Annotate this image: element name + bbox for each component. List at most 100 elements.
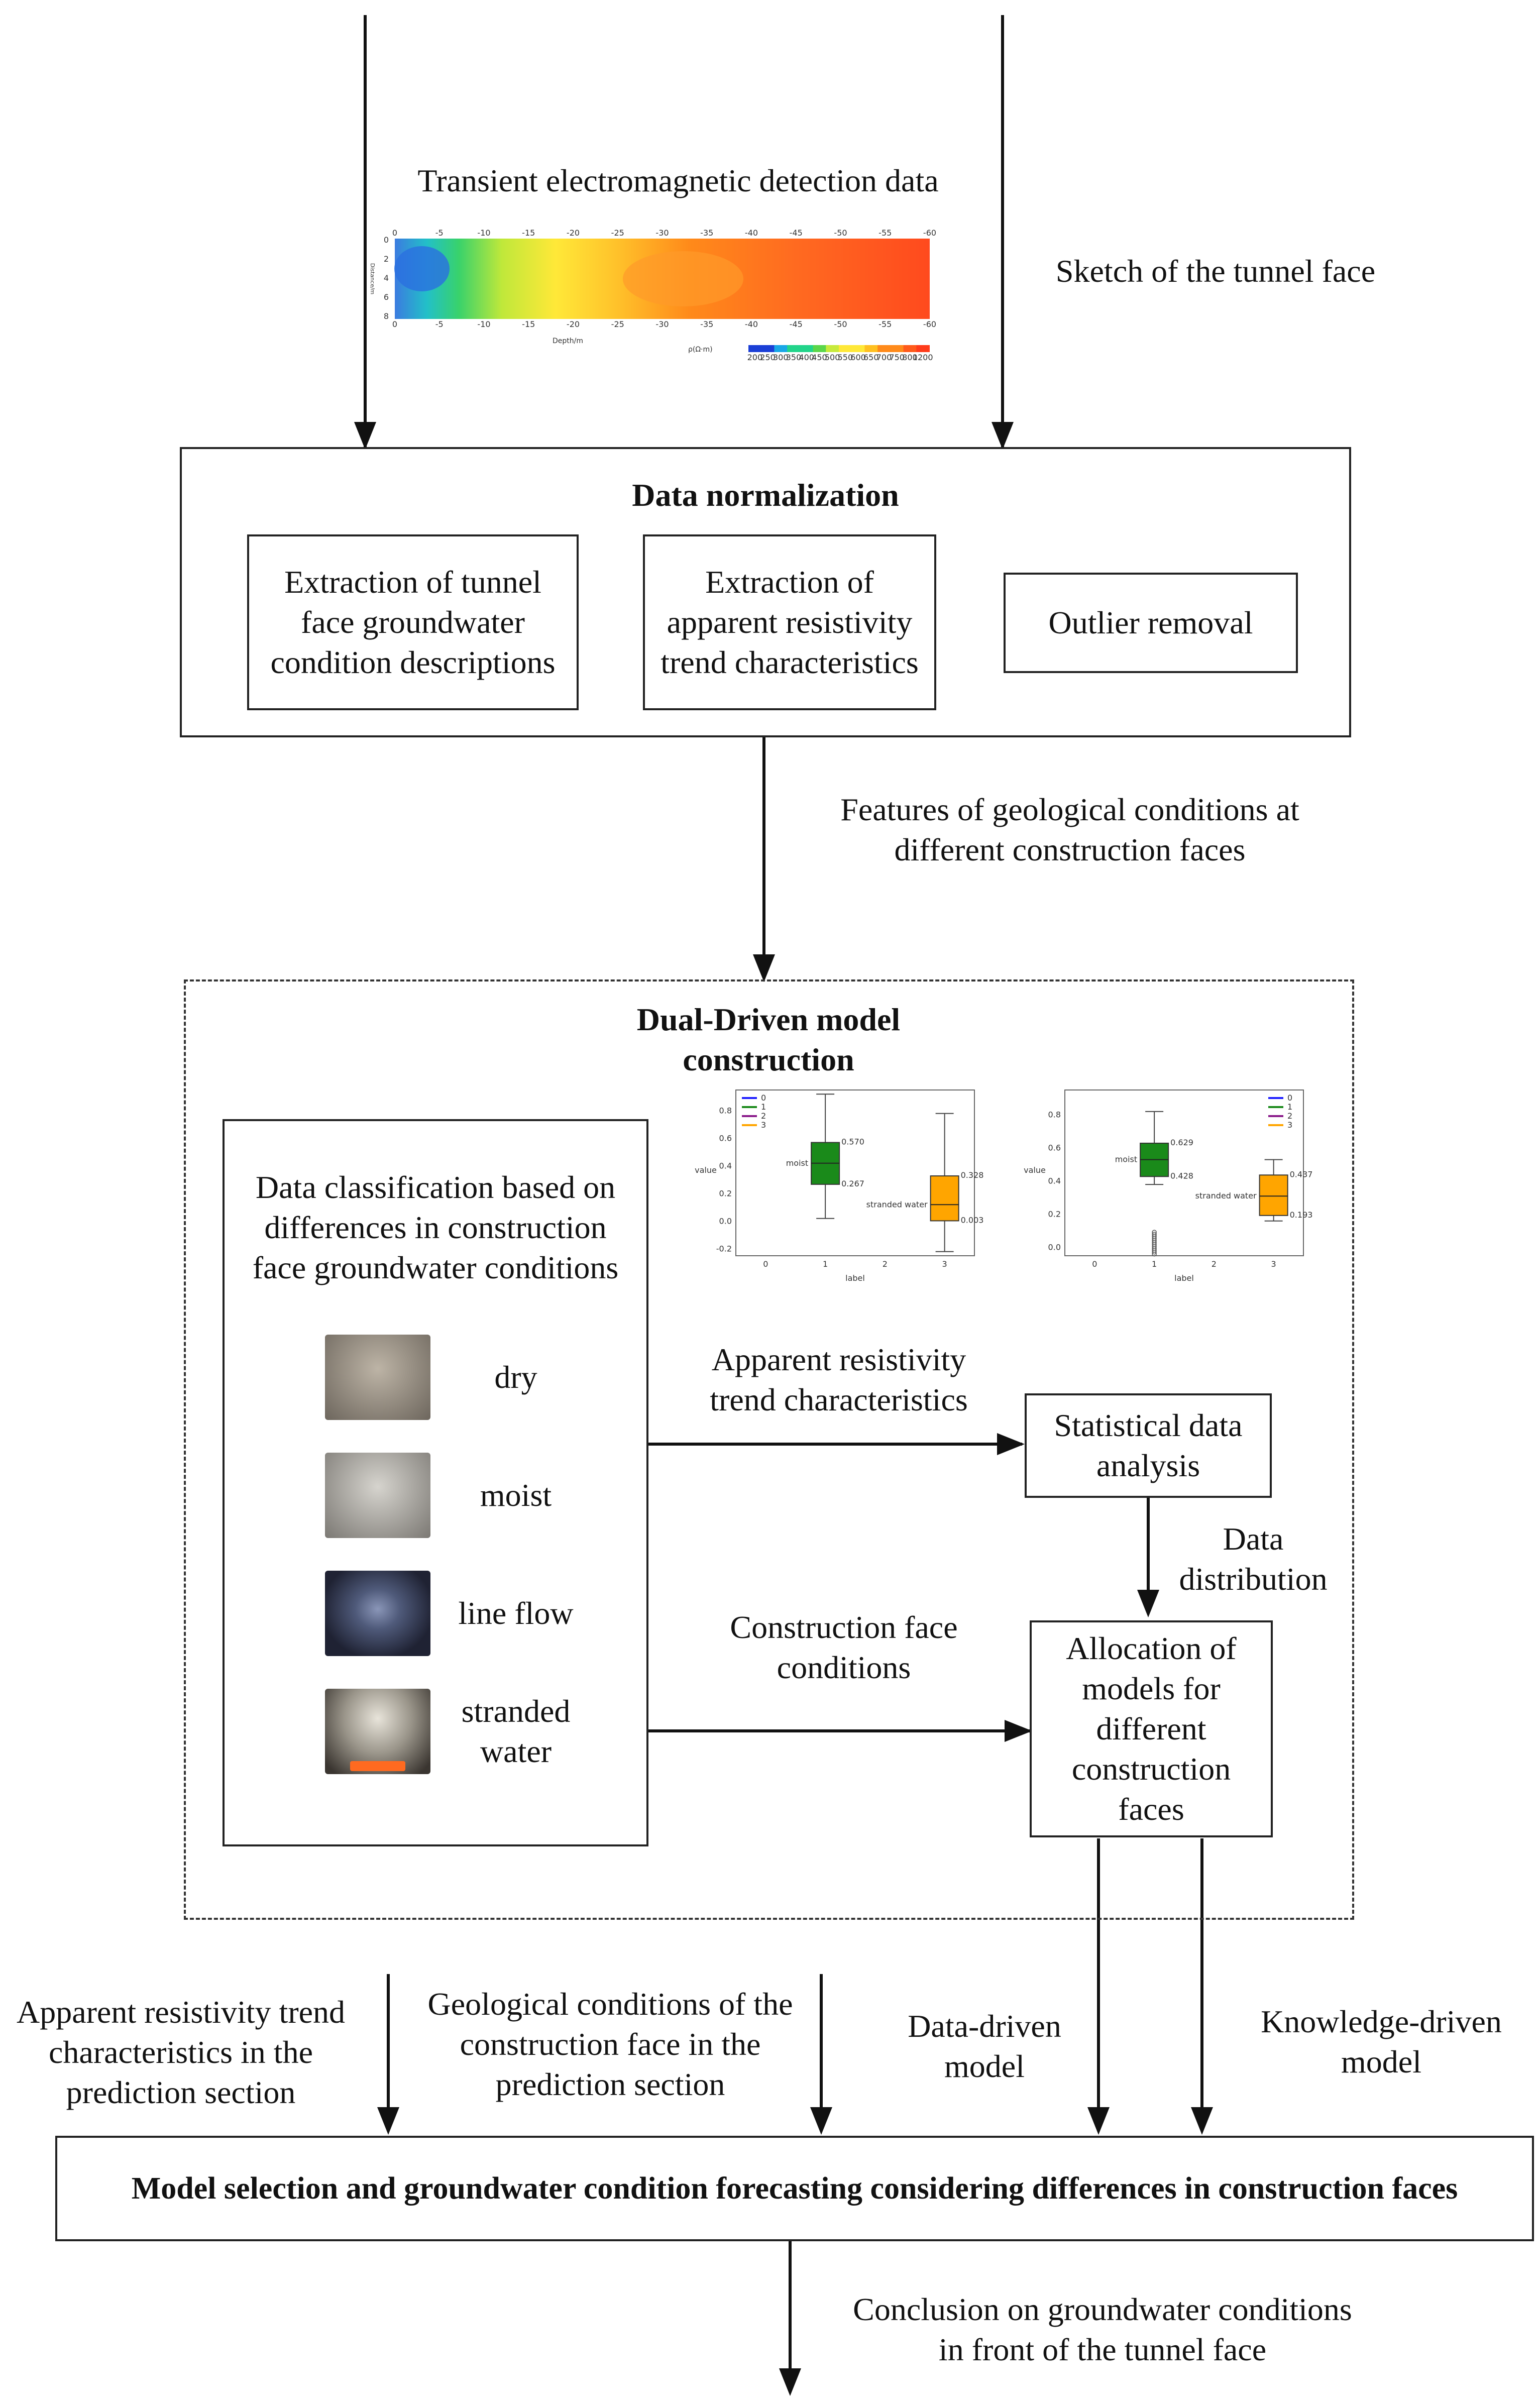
- statistical-analysis-text: Statistical data analysis: [1054, 1407, 1243, 1483]
- tem-depth-tick-bottom: -25: [611, 319, 624, 329]
- tem-depth-tick-bottom: -55: [878, 319, 892, 329]
- tem-colorbar: 2002503003504004505005506006507007508001…: [747, 345, 933, 362]
- boxplot-y-tick: 0.2: [1048, 1210, 1061, 1219]
- boxplot-y-tick: 0.0: [1048, 1243, 1061, 1252]
- tem-colorbar-tick: 1200: [913, 353, 933, 362]
- tem-colorbar-tick: 450: [812, 353, 827, 362]
- features-label: Features of geological conditions at dif…: [840, 792, 1299, 867]
- tem-depth-tick-top: -40: [745, 228, 758, 238]
- tem-depth-tick-bottom: -50: [834, 319, 847, 329]
- arrowhead: [1137, 1590, 1159, 1617]
- tem-depth-tick-bottom: -30: [655, 319, 669, 329]
- arrowhead: [1005, 1720, 1032, 1742]
- class-label-line-flow: line flow: [458, 1595, 574, 1631]
- boxplot-y-tick: 0.6: [719, 1133, 732, 1143]
- boxplot-y-label: value: [695, 1165, 717, 1175]
- tem-depth-tick-bottom: -20: [567, 319, 580, 329]
- final-forecast-box: Model selection and groundwater conditio…: [55, 2136, 1534, 2241]
- arrowhead: [1191, 2107, 1213, 2135]
- boxplot-legend-entry: 3: [1287, 1120, 1292, 1130]
- boxplot-x-tick: 3: [942, 1259, 947, 1269]
- tem-depth-tick-top: -55: [878, 228, 892, 238]
- tem-colorbar-tick: 500: [825, 353, 840, 362]
- tem-colorbar-swatch: [813, 345, 827, 352]
- boxplot-x-tick: 2: [1212, 1259, 1217, 1269]
- class-label-dry: dry: [494, 1359, 537, 1395]
- outlier-removal-text: Outlier removal: [1048, 605, 1253, 640]
- tem-colorbar-tick: 600: [850, 353, 866, 362]
- tem-colorbar-tick: 400: [799, 353, 814, 362]
- tem-depth-tick-bottom: -40: [745, 319, 758, 329]
- boxplot-x-tick: 1: [823, 1259, 828, 1269]
- tem-depth-tick-top: -10: [477, 228, 490, 238]
- boxplot-frame: [1064, 1089, 1304, 1256]
- tem-colorbar-swatch: [761, 345, 775, 352]
- tem-colorbar-tick: 250: [760, 353, 776, 362]
- boxplot-y-tick: 0.4: [719, 1161, 732, 1170]
- boxplot-legend-entry: 3: [761, 1120, 766, 1130]
- boxplot-x-label: label: [1174, 1273, 1194, 1283]
- tem-colorbar-swatch: [877, 345, 891, 352]
- normalization-box: Data normalization Extraction of tunnel …: [180, 447, 1351, 737]
- classification-title: Data classification based on differences…: [252, 1169, 619, 1285]
- boxplot-q1-label: 0.193: [1290, 1210, 1313, 1220]
- boxplot-y-tick: 0.8: [719, 1106, 732, 1115]
- boxplot-legend-entry: 1: [1287, 1102, 1292, 1112]
- tem-depth-tick-top: -60: [923, 228, 936, 238]
- boxplot-y-label: value: [1024, 1165, 1046, 1175]
- moist-face-photo: [325, 1453, 430, 1538]
- boxplot-y-tick: 0.8: [1048, 1110, 1061, 1120]
- tem-depth-tick-top: -35: [700, 228, 713, 238]
- tem-resistivity-plot: 00-5-5-10-10-15-15-20-20-25-25-30-30-35-…: [369, 228, 936, 362]
- stranded-water-face-photo: [325, 1689, 430, 1774]
- bottom-label-geological: Geological conditions of the constructio…: [427, 1986, 793, 2102]
- line-flow-face-photo: [325, 1571, 430, 1656]
- tem-y-tick: 4: [384, 273, 389, 283]
- boxplot-x-tick: 1: [1152, 1259, 1157, 1269]
- boxplot-y-tick: 0.2: [719, 1188, 732, 1198]
- tem-depth-tick-top: -50: [834, 228, 847, 238]
- tem-depth-tick-bottom: -45: [790, 319, 803, 329]
- tem-y-axis-label: Distance/m: [369, 263, 376, 295]
- boxplot-q3-label: 0.437: [1290, 1169, 1313, 1179]
- tem-colorbar-swatch: [748, 345, 762, 352]
- boxplot-legend-entry: 2: [761, 1111, 766, 1121]
- boxplot-q3-label: 0.629: [1170, 1138, 1193, 1147]
- boxplot-frame: [735, 1089, 975, 1256]
- allocation-box: Allocation of models for different const…: [1030, 1620, 1273, 1837]
- tem-depth-tick-bottom: -5: [435, 319, 444, 329]
- tem-colorbar-tick: 550: [838, 353, 853, 362]
- boxplot-q3-label: 0.570: [841, 1137, 864, 1147]
- tem-colorbar-swatch: [903, 345, 917, 352]
- boxplot-series-label: moist: [786, 1158, 808, 1168]
- boxplot-series-label: moist: [1115, 1155, 1137, 1164]
- tem-low-resistivity-zone: [394, 246, 450, 291]
- boxplot-y-tick: 0.4: [1048, 1176, 1061, 1186]
- tem-depth-tick-top: -30: [655, 228, 669, 238]
- arrowhead: [810, 2107, 832, 2135]
- arrowhead: [779, 2368, 801, 2396]
- tem-depth-tick-top: -45: [790, 228, 803, 238]
- boxplot-series-label: stranded water: [1195, 1191, 1257, 1200]
- tem-depth-tick-top: -5: [435, 228, 444, 238]
- tem-data-label: Transient electromagnetic detection data: [417, 163, 939, 198]
- boxplot-q1-label: 0.267: [841, 1179, 864, 1188]
- tem-y-tick: 8: [384, 311, 389, 321]
- tem-depth-ticks: 00-5-5-10-10-15-15-20-20-25-25-30-30-35-…: [392, 228, 936, 329]
- boxplot-series-label: stranded water: [866, 1199, 928, 1209]
- tem-depth-tick-top: 0: [392, 228, 397, 238]
- tem-colorbar-tick: 650: [863, 353, 879, 362]
- boxplot-outlier: [1152, 1230, 1157, 1235]
- boxplot-legend-entry: 0: [761, 1093, 766, 1103]
- allocation-text: Allocation of models for different const…: [1066, 1630, 1237, 1827]
- tem-y-tick: 2: [384, 254, 389, 264]
- tem-colorbar-tick: 700: [876, 353, 892, 362]
- tem-colorbar-swatch: [826, 345, 839, 352]
- tem-colorbar-tick: 750: [889, 353, 905, 362]
- tem-colorbar-tick: 350: [786, 353, 802, 362]
- boxplot-x-tick: 0: [1092, 1259, 1097, 1269]
- tem-colorbar-tick: 800: [902, 353, 918, 362]
